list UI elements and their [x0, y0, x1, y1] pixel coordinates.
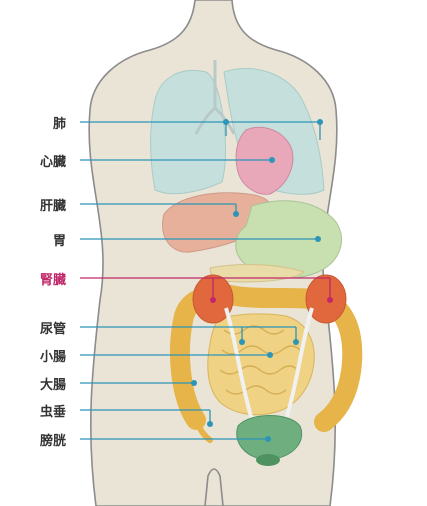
label-stomach: 胃	[53, 234, 66, 249]
leader-dot-kidney	[327, 297, 333, 303]
label-ureter: 尿管	[40, 321, 66, 337]
leader-dot-kidney	[210, 297, 216, 303]
label-kidney: 腎臓	[40, 272, 66, 288]
right-kidney	[306, 275, 346, 323]
leader-dot-ureter	[239, 339, 245, 345]
label-small-intestine: 小腸	[40, 350, 66, 365]
leader-dot-appendix	[207, 421, 213, 427]
leader-dot-small-intestine	[267, 352, 273, 358]
leader-dot-ureter	[293, 339, 299, 345]
urethra	[256, 454, 280, 466]
leader-dot-lung	[223, 119, 229, 125]
label-bladder: 膀胱	[39, 433, 66, 449]
label-liver: 肝臓	[40, 198, 66, 214]
leader-dot-large-intestine	[191, 380, 197, 386]
leader-dot-heart	[269, 157, 275, 163]
leader-dot-bladder	[265, 436, 271, 442]
leader-dot-lung	[317, 119, 323, 125]
label-appendix: 虫垂	[40, 404, 66, 420]
label-large-intestine: 大腸	[40, 377, 66, 393]
label-heart: 心臓	[40, 154, 66, 170]
leader-dot-liver	[233, 211, 239, 217]
leader-dot-stomach	[315, 236, 321, 242]
label-lung: 肺	[53, 116, 66, 132]
